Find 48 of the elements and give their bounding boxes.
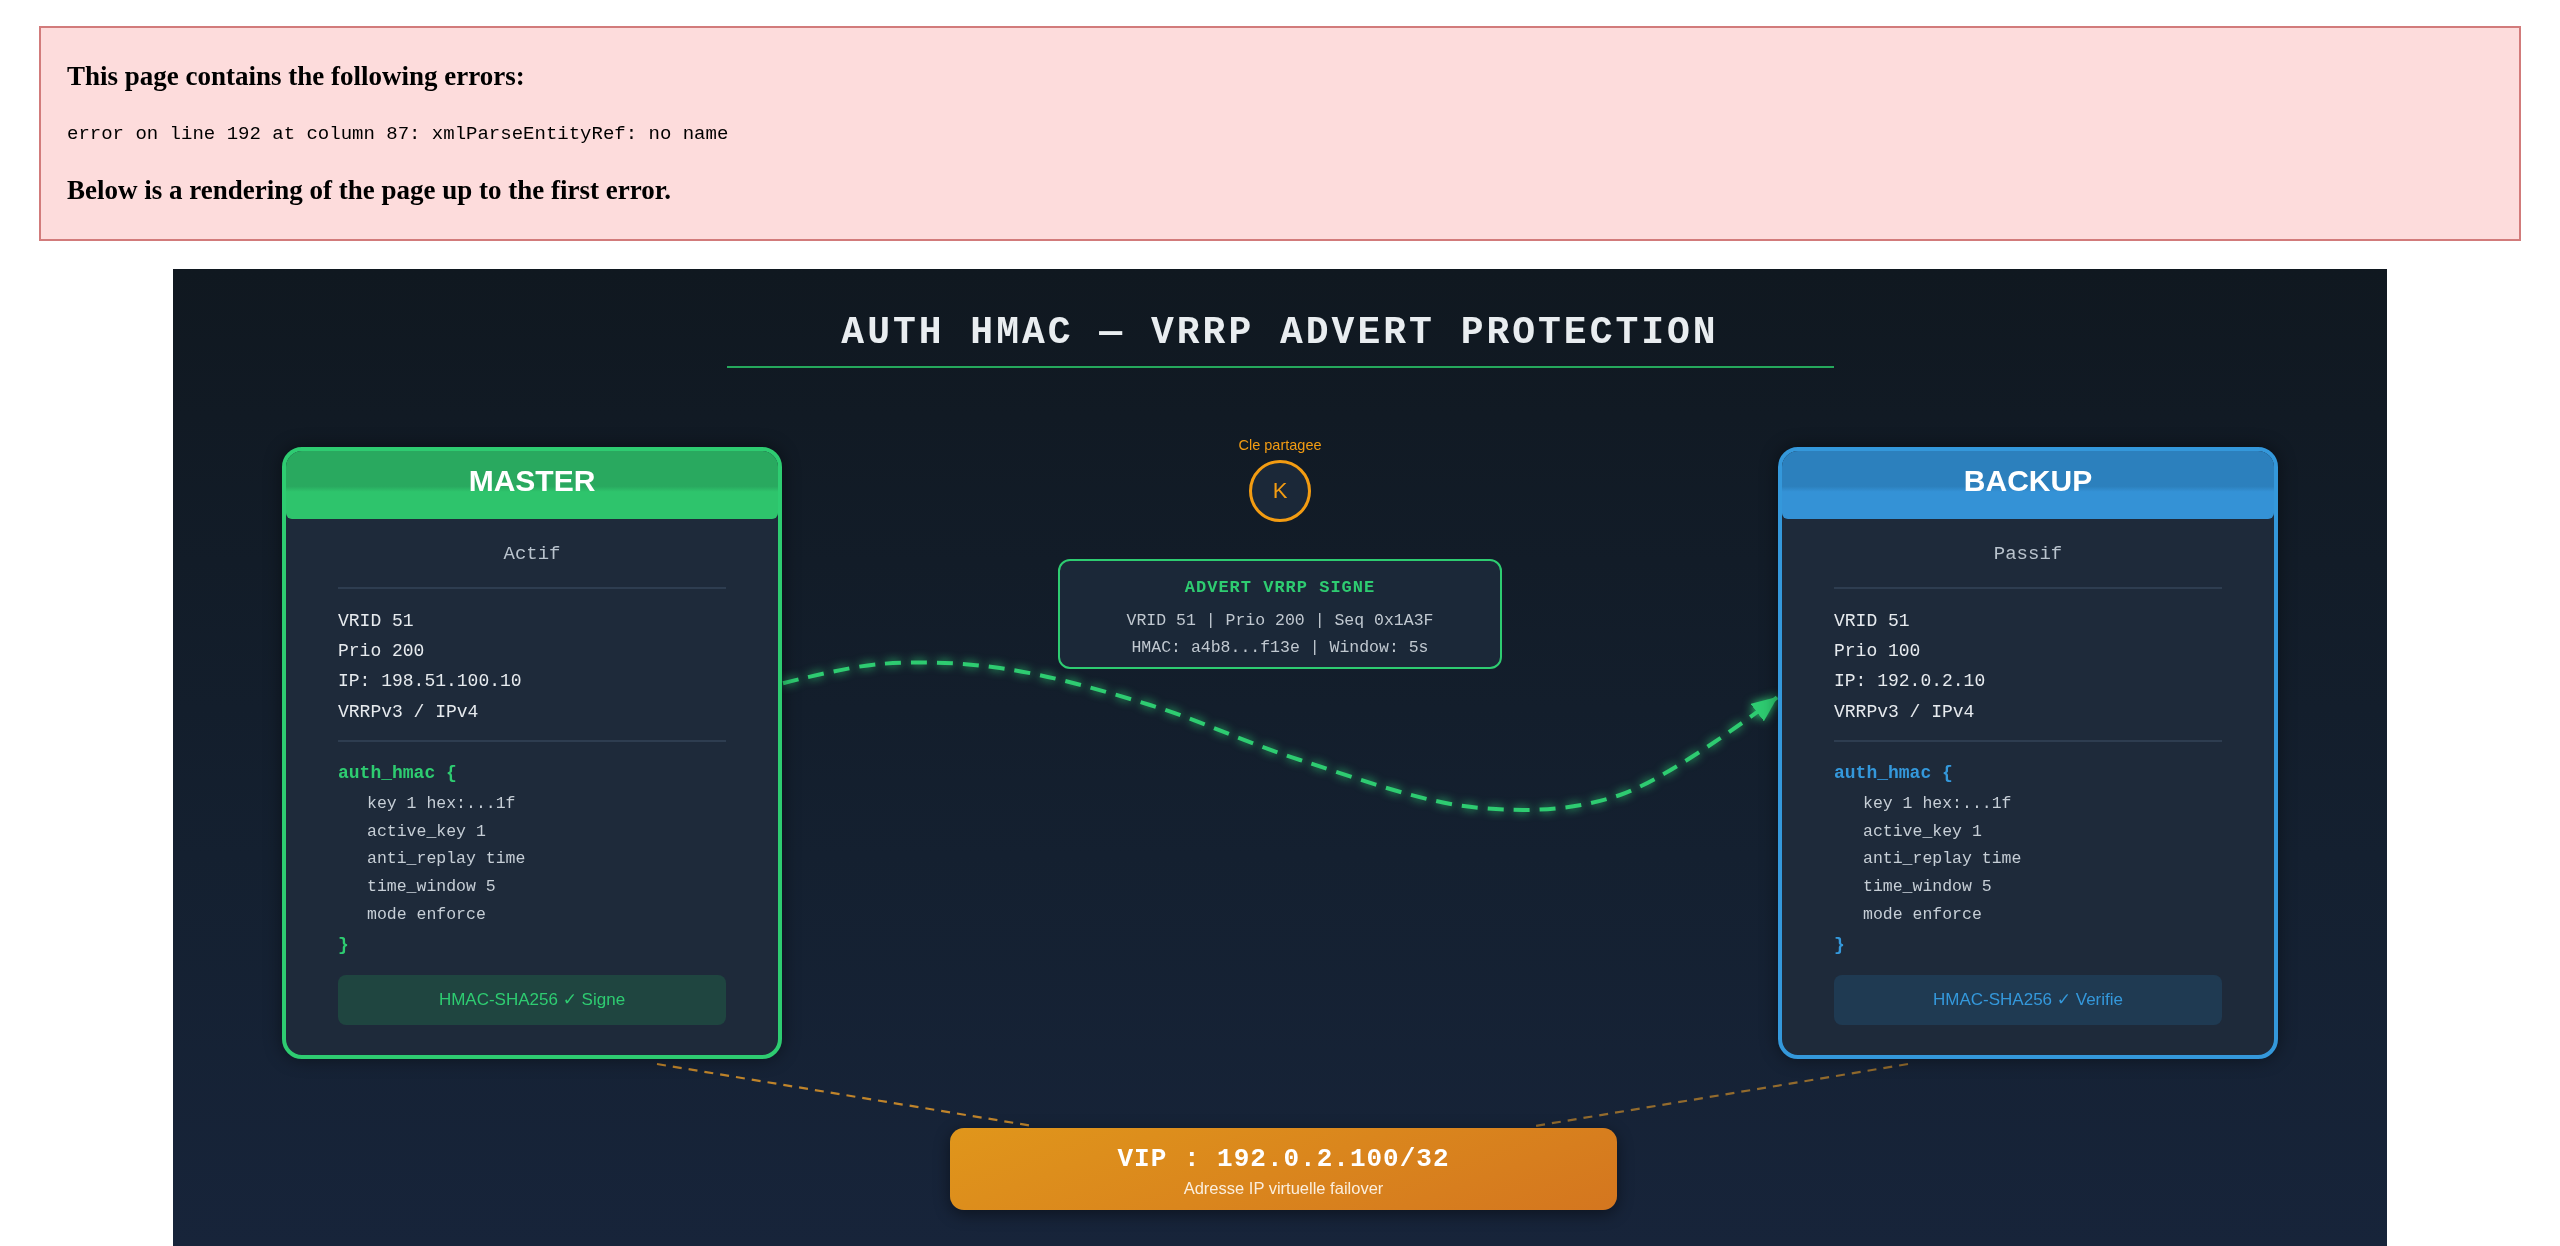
server-card (282, 447, 782, 1059)
error-banner (39, 26, 2521, 241)
config-line: IP: 198.51.100.10 (338, 670, 522, 693)
code-block-start: auth_hmac { (1834, 762, 1953, 785)
vip-box (950, 1128, 1617, 1210)
node-role: Passif (1993, 542, 2063, 566)
code-line: time_window 5 (367, 876, 496, 898)
status-panel (1834, 975, 2222, 1025)
config-line: VRID 51 (1834, 610, 1910, 633)
code-line: anti_replay time (1863, 848, 2022, 870)
error-heading: This page contains the following errors: (67, 60, 525, 92)
config-line: VRID 51 (338, 610, 414, 633)
status-text: HMAC-SHA256 ✓ Verifie (1933, 989, 2123, 1011)
code-line: active_key 1 (367, 821, 486, 843)
dashed-arrow (782, 660, 1779, 812)
status-text: HMAC-SHA256 ✓ Signe (438, 989, 626, 1011)
config-line: VRRPv3 / IPv4 (338, 701, 479, 724)
card-header: BACKUP (1782, 451, 2274, 519)
error-message: error on line 192 at column 87: xmlParseEntityRef: no name (67, 122, 729, 146)
dashed-connector (1534, 1062, 1909, 1128)
status-panel (338, 975, 726, 1025)
config-line: Prio 200 (338, 640, 425, 663)
packet-field: HMAC: a4b8...f13e | Window: 5s (1131, 637, 1429, 659)
code-block-start: auth_hmac { (338, 762, 457, 785)
code-block-end: } (1834, 934, 1845, 957)
vip-address: VIP : 192.0.2.100/32 (1117, 1144, 1450, 1174)
code-line: time_window 5 (1863, 876, 1992, 898)
packet-field: VRID 51 | Prio 200 | Seq 0x1A3F (1126, 610, 1434, 632)
code-line: key 1 hex:...1f (367, 792, 516, 815)
packet-box (1058, 559, 1502, 669)
diagram-title: AUTH HMAC — VRRP ADVERT PROTECTION (841, 311, 1719, 355)
code-block-end: } (338, 934, 349, 957)
code-line: key 1 hex:...1f (1863, 792, 2012, 815)
vip-description: Adresse IP virtuelle failover (1183, 1178, 1384, 1198)
key-caption: Cle partagee (1238, 436, 1322, 454)
code-line: mode enforce (367, 904, 486, 926)
code-line: active_key 1 (1863, 821, 1982, 843)
config-line: VRRPv3 / IPv4 (1834, 701, 1975, 724)
config-line: IP: 192.0.2.10 (1834, 670, 1986, 693)
card-header: MASTER (286, 451, 778, 519)
error-note: Below is a rendering of the page up to the first error. (67, 174, 671, 206)
config-line: Prio 100 (1834, 640, 1921, 663)
server-card (1778, 447, 2278, 1059)
key-letter: K (1272, 478, 1288, 504)
code-line: mode enforce (1863, 904, 1982, 926)
packet-title: ADVERT VRRP SIGNE (1184, 577, 1376, 599)
code-line: anti_replay time (367, 848, 526, 870)
node-role: Actif (503, 542, 561, 566)
